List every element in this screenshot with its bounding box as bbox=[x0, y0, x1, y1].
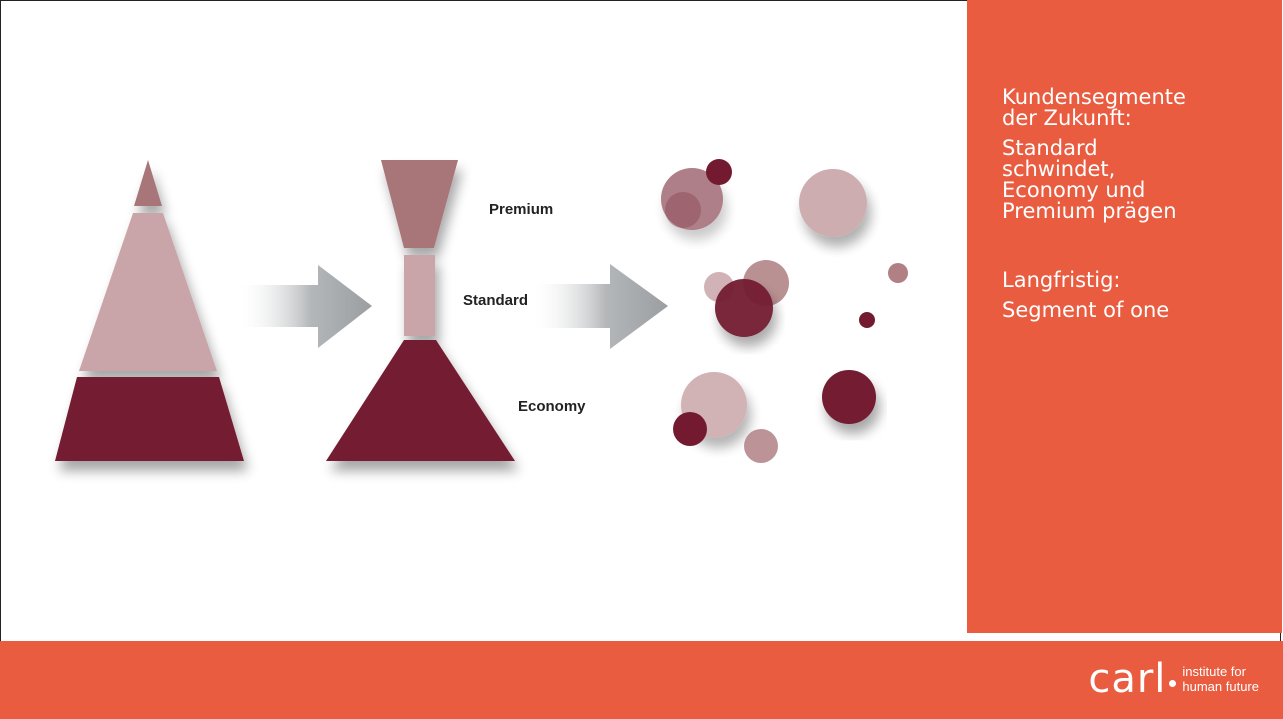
bubble bbox=[665, 192, 701, 228]
footer-bar: carl institute for human future bbox=[0, 641, 1283, 719]
bubble bbox=[661, 168, 723, 230]
bubble bbox=[859, 312, 875, 328]
hourglass-standard-layer bbox=[404, 255, 435, 336]
segment-diagram: Premium Standard Economy bbox=[55, 159, 908, 463]
longterm-value: Segment of one bbox=[1002, 298, 1170, 322]
pyramid-premium-layer bbox=[134, 160, 162, 206]
hourglass-premium-layer bbox=[381, 160, 458, 248]
subtitle-line-4: Premium prägen bbox=[1002, 199, 1177, 223]
heading-line-1: Kundensegmente bbox=[1002, 85, 1186, 109]
bubble bbox=[706, 159, 732, 185]
bubble bbox=[799, 169, 867, 237]
bubble bbox=[744, 429, 778, 463]
side-panel bbox=[967, 0, 1282, 633]
subtitle-line-2: schwindet, bbox=[1002, 157, 1116, 181]
bubble bbox=[822, 370, 876, 424]
label-economy: Economy bbox=[518, 398, 586, 415]
side-text: Kundensegmente der Zukunft: Standard sch… bbox=[1002, 87, 1272, 321]
hourglass-economy-layer bbox=[326, 340, 515, 461]
pyramid-economy-layer bbox=[55, 377, 244, 461]
heading-line-2: der Zukunft: bbox=[1002, 106, 1132, 130]
label-premium: Premium bbox=[489, 201, 553, 218]
arrow-right-1 bbox=[236, 265, 372, 348]
logo-wordmark: carl bbox=[1088, 656, 1167, 702]
carl-logo: carl institute for human future bbox=[1088, 659, 1259, 699]
arrow-right-2 bbox=[530, 264, 668, 349]
logo-subtitle: institute for human future bbox=[1182, 664, 1259, 694]
bubble bbox=[715, 279, 773, 337]
bubble-cluster bbox=[661, 159, 908, 463]
longterm-label: Langfristig: bbox=[1002, 268, 1121, 292]
bubble bbox=[673, 412, 707, 446]
pyramid-standard-layer bbox=[79, 213, 217, 371]
pyramid-today bbox=[55, 160, 244, 461]
bubble bbox=[888, 263, 908, 283]
subtitle-line-1: Standard bbox=[1002, 136, 1098, 160]
subtitle-line-3: Economy und bbox=[1002, 178, 1146, 202]
logo-dot-icon bbox=[1169, 679, 1177, 687]
label-standard: Standard bbox=[463, 292, 528, 309]
logo-sub-line-2: human future bbox=[1182, 679, 1259, 694]
logo-sub-line-1: institute for bbox=[1182, 664, 1246, 679]
hourglass-segments bbox=[326, 160, 515, 461]
